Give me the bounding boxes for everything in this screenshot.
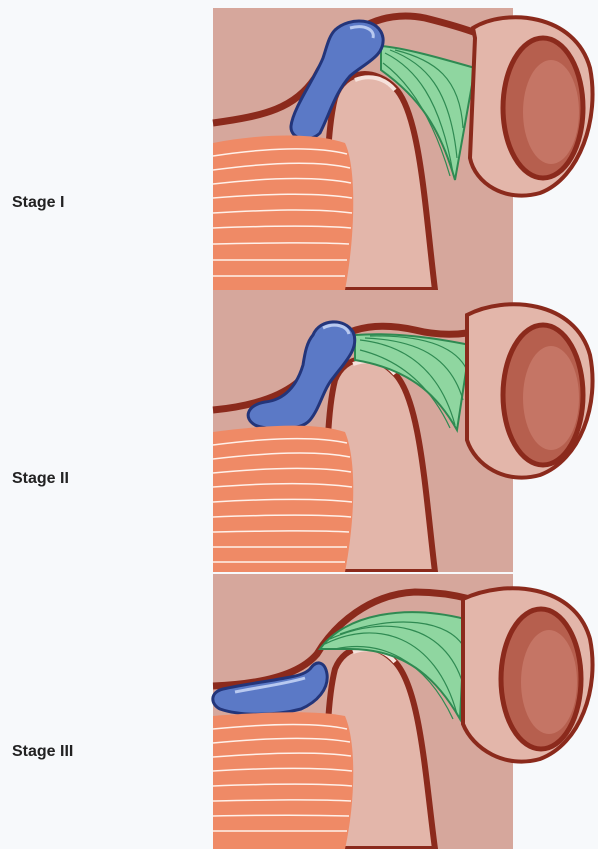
stage-1-diagram [205,8,598,290]
stage-1-label: Stage I [12,194,64,212]
ear-canal-inner [523,60,579,164]
ear-canal-inner [521,630,577,734]
stage-3-panel [205,574,598,849]
lateral-pterygoid-muscle [213,136,353,291]
stage-2-panel [205,290,598,572]
stage-2-diagram [205,290,598,572]
ear-canal-inner [523,346,579,450]
stage-3-label: Stage III [12,743,73,761]
lateral-pterygoid-muscle [213,712,353,849]
stage-2-label: Stage II [12,470,69,488]
stage-1-panel [205,8,598,290]
stage-3-diagram [205,574,598,849]
